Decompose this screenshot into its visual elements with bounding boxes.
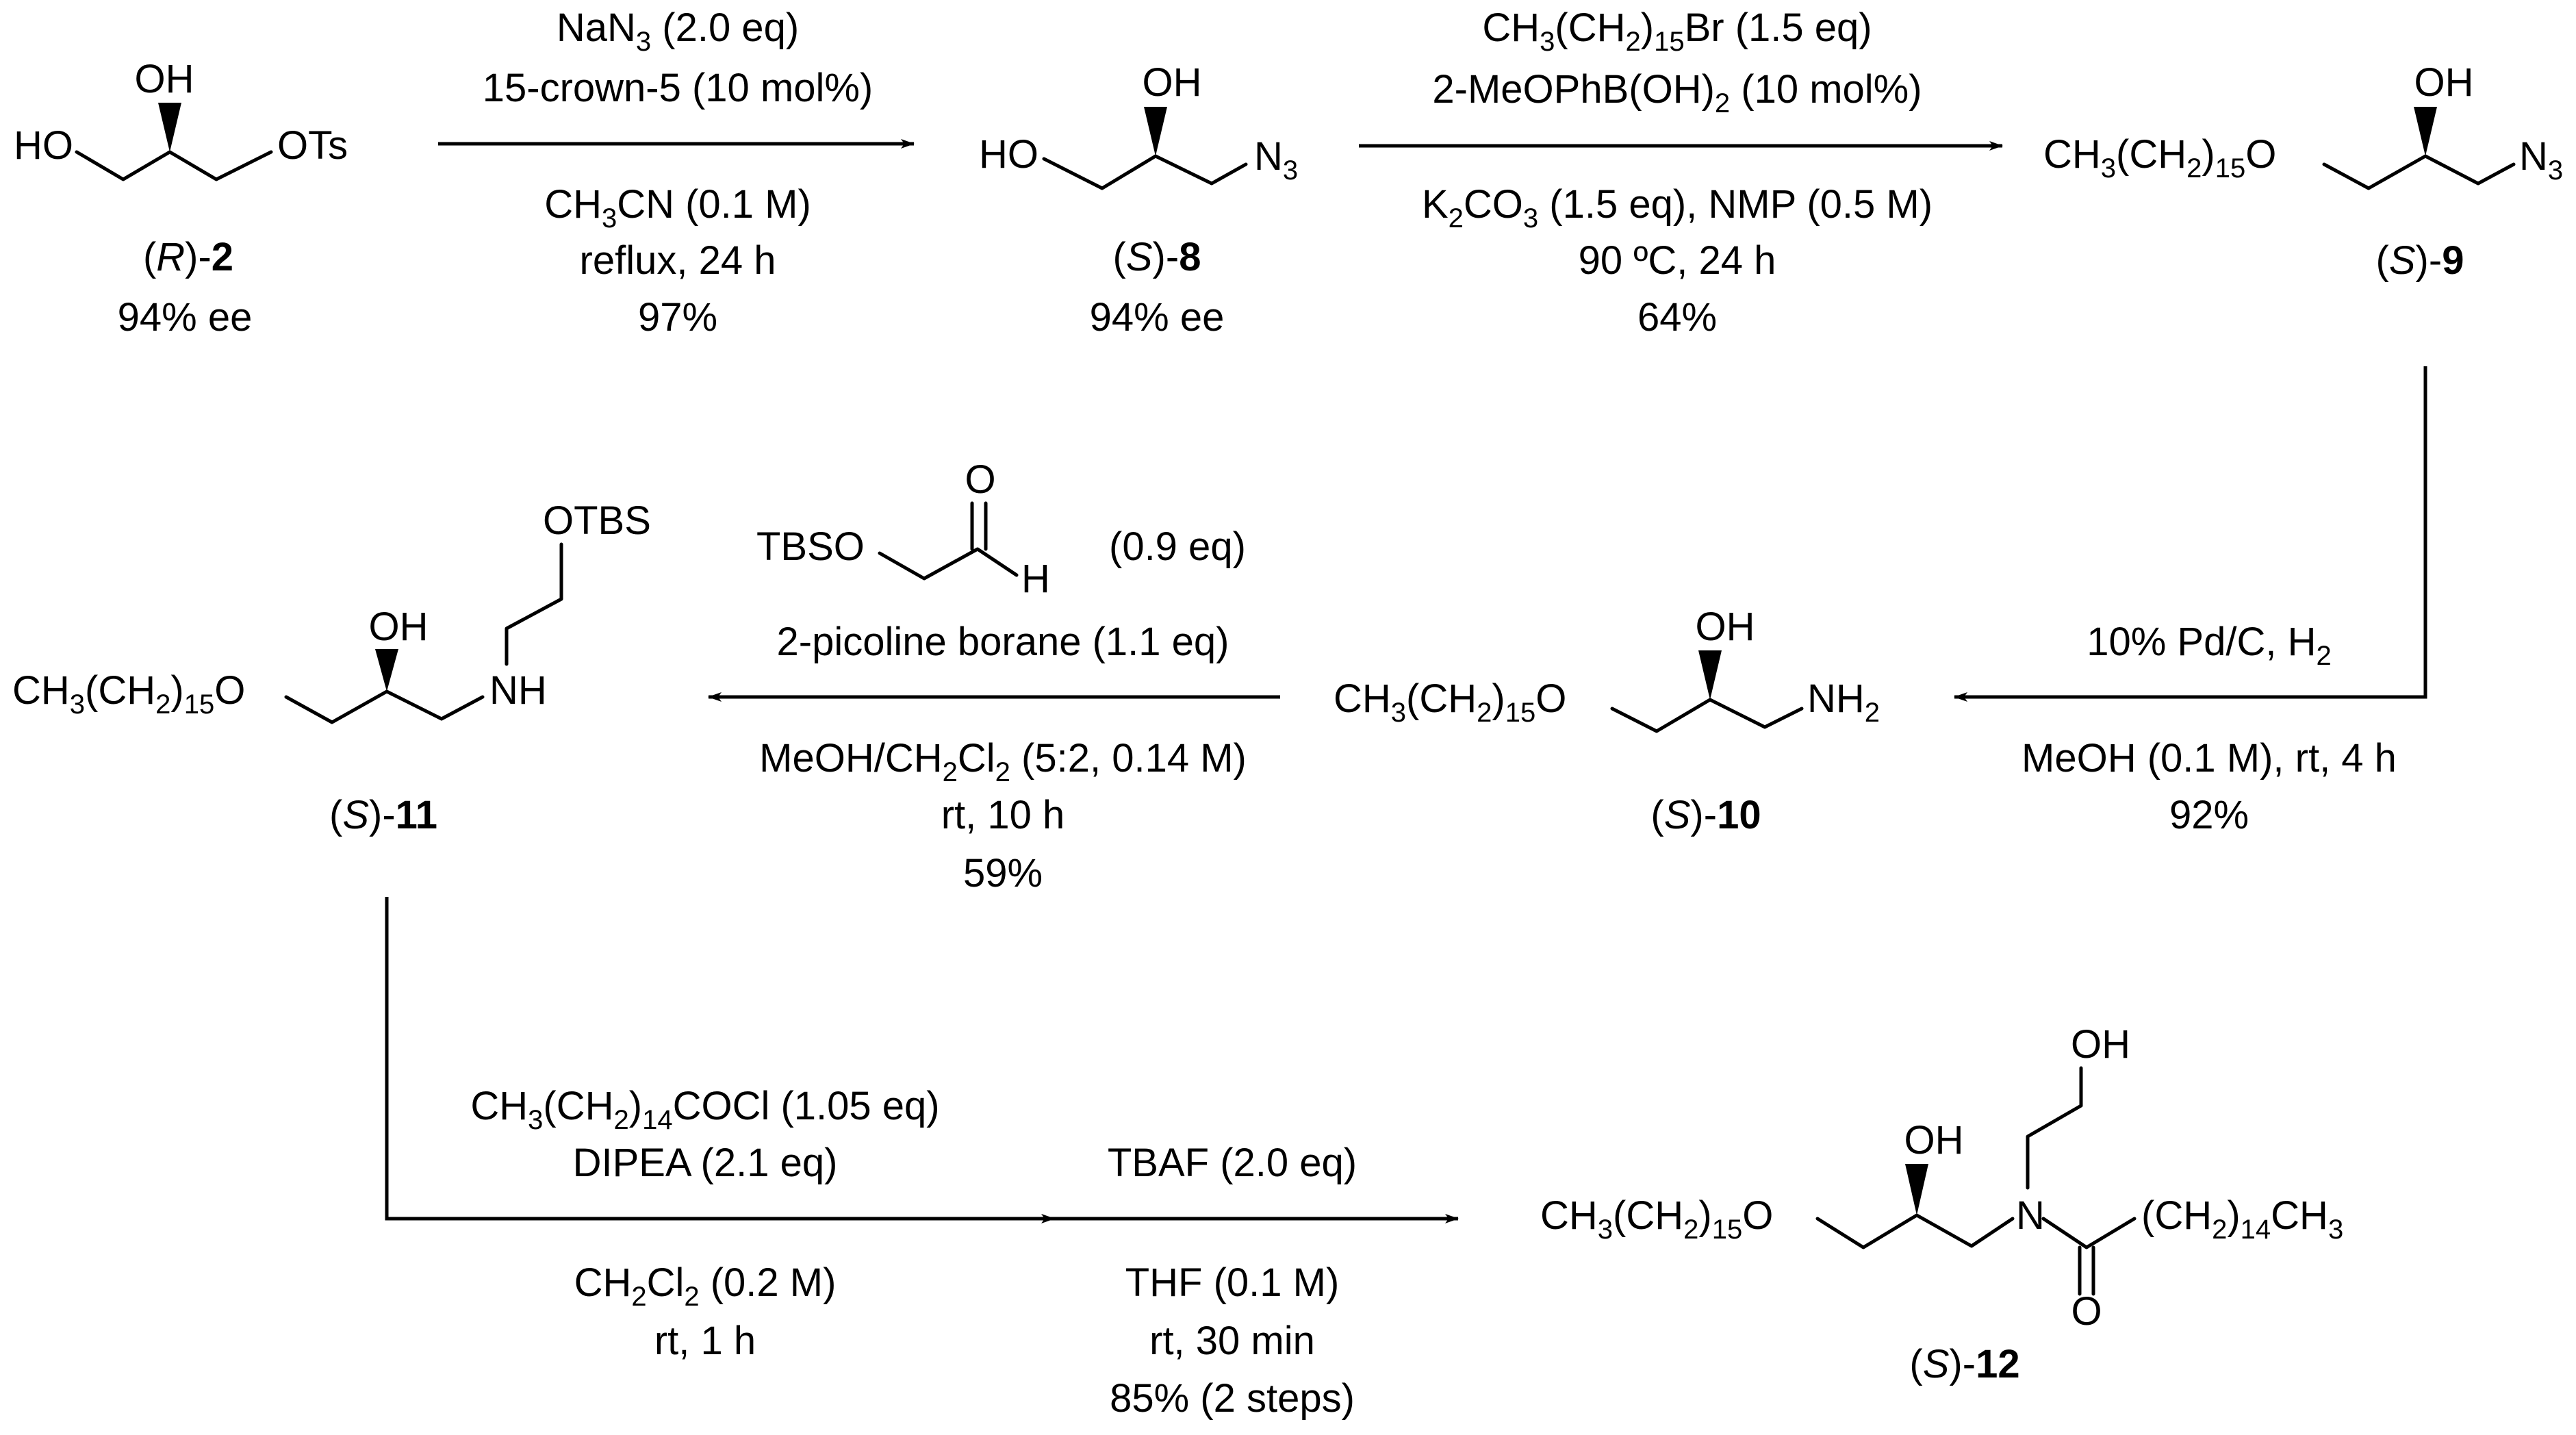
compound-label: (S)-12 — [1909, 1342, 2019, 1386]
reagent: CH3(CH2)14COCl (1.05 eq) — [470, 1084, 939, 1135]
bond — [2322, 154, 2516, 190]
bond — [1815, 1213, 2015, 1249]
atom-otbs: OTBS — [543, 498, 651, 543]
atom-h: H — [1021, 557, 1050, 601]
ee-label: 94% ee — [118, 295, 253, 340]
wedge-bond — [158, 103, 181, 152]
condition: rt, 10 h — [941, 793, 1065, 837]
atom-oh: OH — [135, 57, 194, 101]
reaction-arrow — [385, 897, 1055, 1223]
atom-o: O — [965, 457, 995, 502]
bond — [1610, 698, 1804, 733]
bond — [2041, 1217, 2137, 1249]
compound-label: (R)-2 — [143, 235, 233, 279]
atom-ho: HO — [979, 132, 1038, 177]
compound-s-12: OH OH CH3(CH2)15O N (CH2)14CH3 O (S)-12 — [1540, 1022, 2343, 1386]
wedge-bond — [1905, 1164, 1928, 1215]
reagent: 2-picoline borane (1.1 eq) — [777, 620, 1229, 664]
condition: CH2Cl2 (0.2 M) — [574, 1260, 837, 1312]
wedge-bond — [1144, 107, 1167, 156]
reagent: DIPEA (2.1 eq) — [573, 1141, 838, 1185]
atom-oh: OH — [1143, 60, 1202, 105]
bond — [505, 542, 563, 666]
bond — [1042, 154, 1248, 190]
condition: rt, 30 min — [1149, 1319, 1315, 1363]
atom-alkyl-chain: CH3(CH2)15O — [12, 668, 245, 720]
bond — [878, 547, 1019, 581]
wedge-bond — [1698, 650, 1722, 700]
reagent: CH3(CH2)15Br (1.5 eq) — [1482, 5, 1872, 57]
step-6: TBAF (2.0 eq) THF (0.1 M) rt, 30 min 85%… — [1054, 1141, 1459, 1421]
atom-oh: OH — [369, 605, 429, 649]
reagent: 10% Pd/C, H2 — [2087, 620, 2332, 671]
atom-acyl-chain: (CH2)14CH3 — [2141, 1193, 2343, 1245]
atom-n: N — [2016, 1193, 2045, 1238]
compound-label: (S)-11 — [329, 793, 437, 837]
condition: rt, 1 h — [654, 1319, 756, 1363]
reagent-equivalents: (0.9 eq) — [1109, 524, 1246, 569]
wedge-bond — [2414, 107, 2437, 156]
compound-label: (S)-9 — [2376, 238, 2464, 283]
bond — [284, 689, 485, 724]
step-3: 10% Pd/C, H2 MeOH (0.1 M), rt, 4 h 92% — [1954, 366, 2427, 837]
yield: 59% — [963, 851, 1043, 896]
atom-n3: N3 — [1254, 134, 1298, 186]
aldehyde-reagent: TBSO O H (0.9 eq) — [756, 457, 1246, 601]
atom-alkyl-chain: CH3(CH2)15O — [1540, 1193, 1773, 1245]
bond — [2026, 1066, 2083, 1190]
compound-r-2: OH HO OTs (R)-2 94% ee — [14, 57, 348, 340]
condition: reflux, 24 h — [580, 238, 776, 283]
reaction-arrow — [1954, 366, 2427, 702]
atom-nh2: NH2 — [1807, 676, 1880, 728]
bond — [75, 150, 273, 181]
condition: K2CO3 (1.5 eq), NMP (0.5 M) — [1422, 182, 1933, 233]
reagent: TBAF (2.0 eq) — [1108, 1141, 1357, 1185]
atom-o-carbonyl: O — [2071, 1289, 2102, 1334]
compound-label: (S)-8 — [1113, 235, 1201, 279]
atom-ho: HO — [14, 123, 73, 168]
ee-label: 94% ee — [1090, 295, 1225, 340]
yield: 85% (2 steps) — [1110, 1376, 1355, 1421]
atom-oh: OH — [2071, 1022, 2130, 1067]
atom-oh: OH — [1904, 1118, 1964, 1163]
step-2: CH3(CH2)15Br (1.5 eq) 2-MeOPhB(OH)2 (10 … — [1359, 5, 2003, 340]
reagent: 2-MeOPhB(OH)2 (10 mol%) — [1432, 67, 1922, 118]
double-bond — [2078, 1245, 2095, 1296]
step-5: CH3(CH2)14COCl (1.05 eq) DIPEA (2.1 eq) … — [385, 897, 1055, 1363]
condition: MeOH/CH2Cl2 (5:2, 0.14 M) — [759, 736, 1247, 787]
compound-s-8: OH HO N3 (S)-8 94% ee — [979, 60, 1298, 340]
atom-tbso: TBSO — [756, 524, 865, 569]
double-bond — [970, 501, 988, 551]
compound-label: (S)-10 — [1650, 793, 1761, 837]
condition: CH3CN (0.1 M) — [544, 182, 811, 233]
atom-n3: N3 — [2519, 134, 2563, 186]
reagent: NaN3 (2.0 eq) — [557, 5, 799, 57]
yield: 92% — [2169, 793, 2249, 837]
yield: 64% — [1637, 295, 1717, 340]
condition: MeOH (0.1 M), rt, 4 h — [2022, 736, 2397, 780]
step-1: NaN3 (2.0 eq) 15-crown-5 (10 mol%) CH3CN… — [438, 5, 915, 340]
compound-s-11: OTBS OH CH3(CH2)15O NH (S)-11 — [12, 498, 651, 837]
condition: 90 ºC, 24 h — [1579, 238, 1776, 283]
atom-alkyl-chain: CH3(CH2)15O — [1334, 676, 1566, 728]
condition: THF (0.1 M) — [1125, 1260, 1340, 1305]
step-4: TBSO O H (0.9 eq) 2-picoline borane (1.1… — [708, 457, 1280, 896]
yield: 97% — [638, 295, 717, 340]
compound-s-9: OH CH3(CH2)15O N3 (S)-9 — [2043, 60, 2563, 283]
compound-s-10: OH CH3(CH2)15O NH2 (S)-10 — [1334, 605, 1880, 837]
wedge-bond — [375, 649, 398, 691]
reagent: 15-crown-5 (10 mol%) — [483, 66, 873, 110]
atom-nh: NH — [489, 668, 547, 713]
atom-oh: OH — [2414, 60, 2474, 105]
atom-alkyl-chain: CH3(CH2)15O — [2043, 132, 2276, 183]
atom-ots: OTs — [277, 123, 348, 168]
atom-oh: OH — [1696, 605, 1755, 649]
